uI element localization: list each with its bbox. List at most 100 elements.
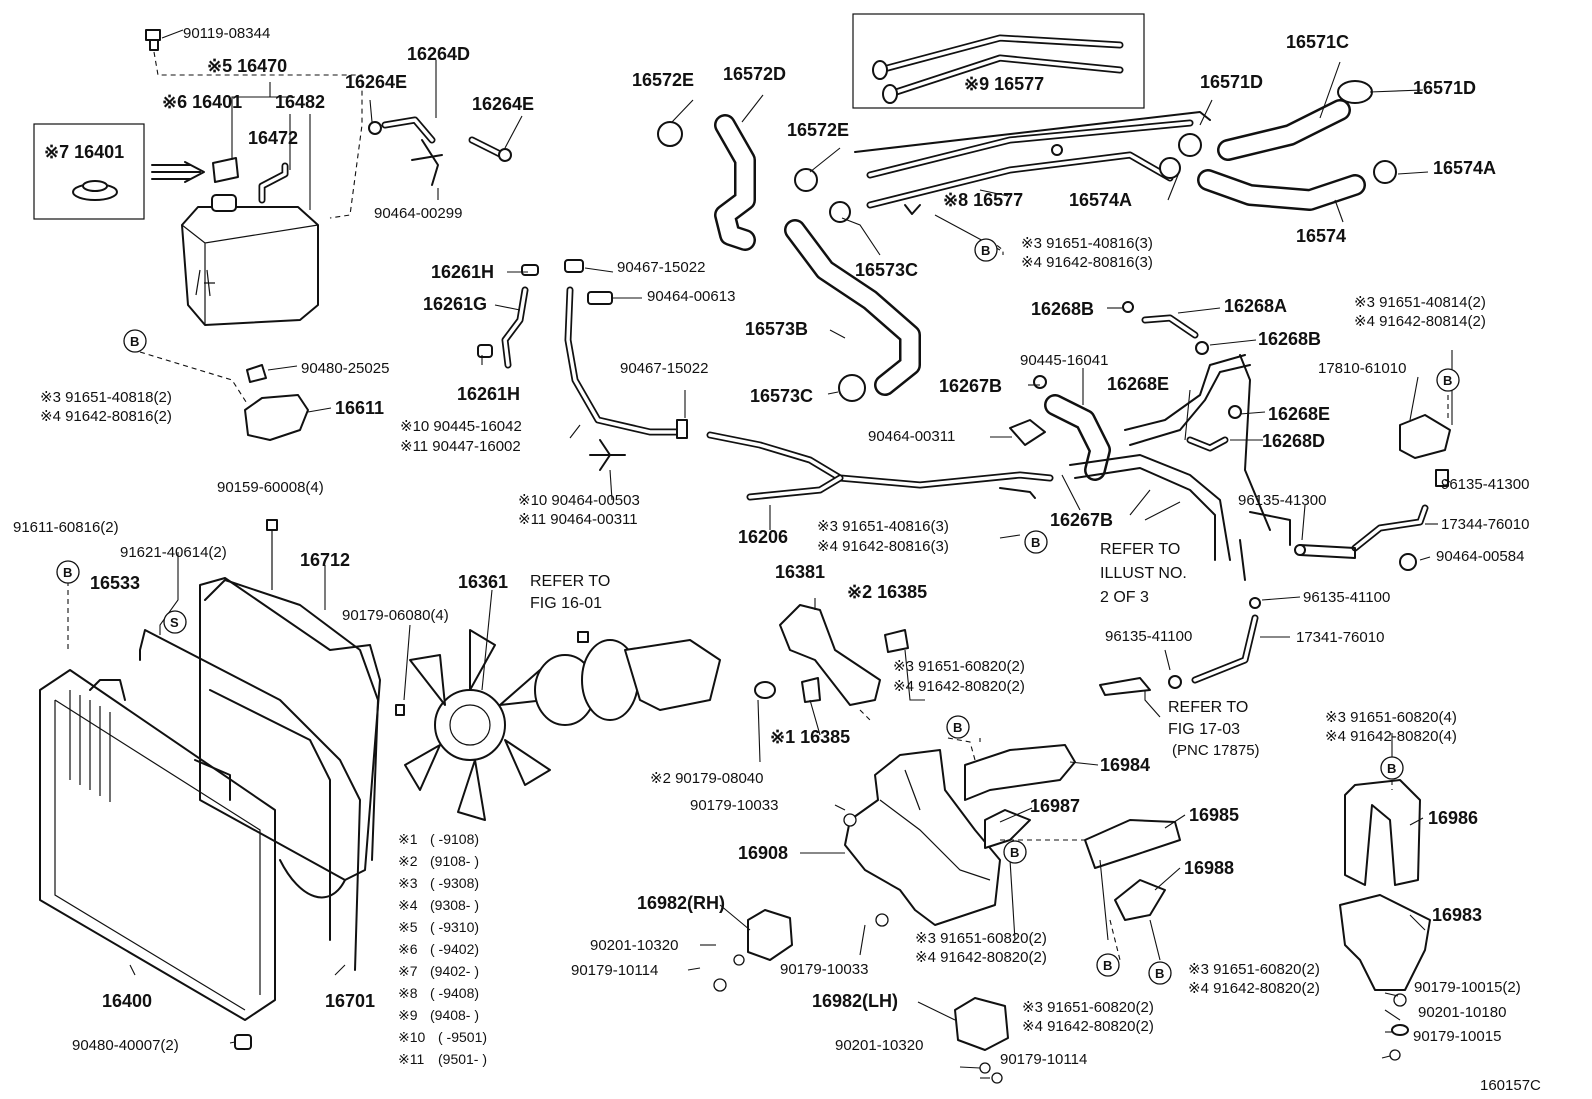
part-label: 16987 (1030, 796, 1080, 816)
part-label: 96135-41100 (1303, 589, 1390, 606)
engine-mount-16908 (843, 749, 1001, 927)
part-label: ※2 90179-08040 (650, 770, 764, 787)
part-label: 90464-00311 (868, 428, 955, 445)
part-label: ※7 16401 (44, 142, 124, 162)
part-label: 16983 (1432, 905, 1482, 925)
part-label: ※9 16577 (964, 74, 1044, 94)
leader-lines (67, 29, 1453, 1079)
bypass-pipe-detail-box (852, 13, 1145, 109)
legend-mark: ※4 (398, 897, 418, 913)
part-label: 90464-00584 (1436, 548, 1524, 565)
part-label: ※4 91642-80820(2) (893, 678, 1025, 695)
part-labels: 90119-08344 ※5 16470 16264D ※6 16401 164… (13, 25, 1541, 1094)
part-label: ※4 91642-80820(2) (1022, 1018, 1154, 1035)
callout-s: S (170, 615, 179, 630)
reference-note: ILLUST NO. (1100, 565, 1187, 582)
callout-b: B (63, 565, 72, 580)
part-label: 90179-06080(4) (342, 607, 449, 624)
small-hoses-16264 (368, 116, 512, 186)
part-label: 16573B (745, 319, 808, 339)
bypass-pipe-16206 (706, 431, 1054, 501)
reference-note: 2 OF 3 (1100, 589, 1149, 606)
part-label: 91611-60816(2) (13, 519, 119, 536)
part-label: ※3 91651-60820(2) (1022, 999, 1154, 1016)
part-label: 16701 (325, 991, 375, 1011)
radiator-16400 (39, 669, 276, 1050)
part-label: 90179-10114 (571, 962, 658, 979)
legend-mark: ※7 (398, 963, 418, 979)
part-label: 16712 (300, 550, 350, 570)
part-label: 16988 (1184, 858, 1234, 878)
part-label: ※3 91651-40816(3) (1021, 235, 1153, 252)
air-hoses-17344-17341 (1099, 414, 1451, 696)
bracket-16611 (139, 351, 309, 441)
part-label: 16400 (102, 991, 152, 1011)
part-label: 16984 (1100, 755, 1150, 775)
part-label: 96135-41100 (1105, 628, 1192, 645)
part-label: 16261G (423, 294, 487, 314)
part-label: 17810-61010 (1318, 360, 1406, 377)
part-label: ※4 91642-80816(3) (817, 538, 949, 555)
part-label: 16574A (1069, 190, 1132, 210)
bypass-pipe-16577 (854, 111, 1211, 215)
date-legend: ※1 ( -9108) ※2 (9108- ) ※3 ( -9308) ※4 (… (398, 831, 487, 1067)
legend-range: ( -9408) (430, 985, 479, 1001)
legend-range: (9402- ) (430, 963, 479, 979)
part-label: 90159-60008(4) (217, 479, 324, 496)
part-label: 90467-15022 (620, 360, 708, 377)
part-label: 96135-41300 (1238, 492, 1326, 509)
callout-b: B (981, 243, 990, 258)
part-label: 16572E (632, 70, 694, 90)
part-label: 16268E (1268, 404, 1330, 424)
part-label: 90480-40007(2) (72, 1037, 179, 1054)
part-label: ※4 91642-80820(2) (915, 949, 1047, 966)
part-label: 16986 (1428, 808, 1478, 828)
callout-b: B (1010, 845, 1019, 860)
part-label: 16573C (750, 386, 813, 406)
part-label: 16264E (472, 94, 534, 114)
insulator-16986-16983 (1339, 779, 1431, 1061)
legend-range: ( -9310) (430, 919, 479, 935)
part-label: 90480-25025 (301, 360, 389, 377)
part-label: 16268B (1031, 299, 1094, 319)
callout-b: B (1155, 966, 1164, 981)
part-label: 16381 (775, 562, 825, 582)
part-label: 90201-10180 (1418, 1004, 1506, 1021)
legend-mark: ※3 (398, 875, 418, 891)
reservoir-tank-drawing (181, 82, 319, 326)
part-label: 16472 (248, 128, 298, 148)
part-label: 16268D (1262, 431, 1325, 451)
part-label: ※3 91651-40816(3) (817, 518, 949, 535)
legend-range: (9408- ) (430, 1007, 479, 1023)
callout-b: B (1103, 958, 1112, 973)
hose-16572D (714, 114, 756, 251)
part-label: ※10 90464-00503 (518, 492, 640, 509)
part-label: ※3 91651-60820(2) (1188, 961, 1320, 978)
part-label: ※3 91651-40818(2) (40, 389, 172, 406)
part-label: ※2 16385 (847, 582, 927, 602)
legend-range: ( -9108) (430, 831, 479, 847)
legend-range: (9501- ) (438, 1051, 487, 1067)
part-label: 16908 (738, 843, 788, 863)
legend-mark: ※5 (398, 919, 418, 935)
reference-note: REFER TO (1100, 541, 1180, 558)
part-label: ※3 91651-60820(2) (915, 930, 1047, 947)
callout-b: B (1031, 535, 1040, 550)
callout-b: B (1443, 373, 1452, 388)
callout-circles: B B B B B S B B B B B (56, 238, 1460, 985)
part-label: 16261H (431, 262, 494, 282)
part-label: 16482 (275, 92, 325, 112)
bracket-16381 (754, 604, 909, 721)
part-label: 16571D (1413, 78, 1476, 98)
upper-hose-16571C (1159, 80, 1397, 211)
part-label: 16268B (1258, 329, 1321, 349)
part-label: 90201-10320 (590, 937, 678, 954)
part-label: ※5 16470 (207, 56, 287, 76)
legend-mark: ※6 (398, 941, 418, 957)
reference-note: REFER TO (530, 573, 610, 590)
part-label: 16268E (1107, 374, 1169, 394)
part-label: ※4 91642-80816(3) (1021, 254, 1153, 271)
part-label: 16982(RH) (637, 893, 725, 913)
callout-b: B (953, 720, 962, 735)
legend-mark: ※10 (398, 1029, 426, 1045)
